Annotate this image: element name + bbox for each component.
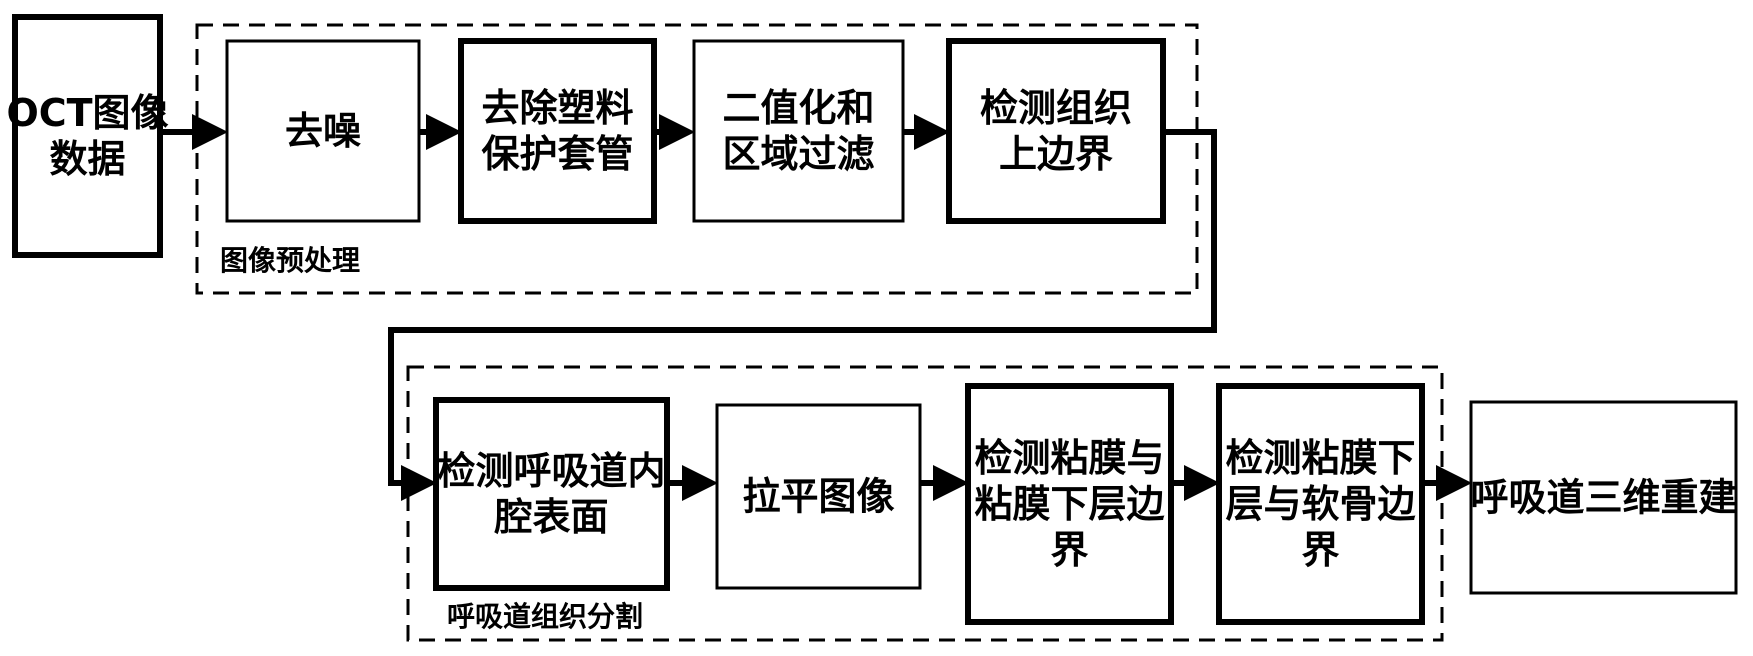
group-segmentation-label: 呼吸道组织分割	[447, 600, 643, 633]
node-label: 数据	[49, 137, 125, 181]
node-flatten: 拉平图像	[715, 403, 922, 590]
node-label: 检测呼吸道内	[437, 449, 665, 493]
node-label: 二值化和	[722, 86, 874, 130]
group-preprocess-label: 图像预处理	[220, 244, 360, 277]
arrow-upper-lumen	[388, 129, 1217, 501]
node-label: OCT图像	[6, 91, 168, 135]
node-label: 腔表面	[493, 495, 608, 539]
node-box	[965, 383, 1174, 625]
node-label: 检测粘膜与	[974, 436, 1164, 480]
group-preprocess	[195, 23, 1199, 295]
node-label: 界	[1050, 528, 1088, 572]
node-label: 界	[1301, 528, 1339, 572]
node-label: 呼吸道三维重建	[1470, 476, 1736, 520]
node-label: 粘膜下层边	[974, 482, 1164, 526]
node-box	[12, 14, 163, 258]
node-label: 检测组织	[980, 86, 1132, 130]
node-box	[946, 38, 1166, 224]
node-box	[458, 38, 657, 224]
group-segmentation	[406, 365, 1444, 642]
node-label: 去噪	[285, 109, 361, 153]
node-box	[225, 39, 421, 223]
node-box	[692, 39, 905, 223]
node-box	[1469, 400, 1738, 595]
node-label: 层与软骨边	[1225, 482, 1415, 526]
node-label: 保护套管	[481, 132, 633, 176]
node-label: 检测粘膜下	[1225, 436, 1415, 480]
node-box	[433, 397, 670, 591]
node-denoise: 去噪	[225, 39, 421, 223]
node-label: 拉平图像	[742, 475, 894, 519]
node-reconstruction: 呼吸道三维重建	[1469, 400, 1738, 595]
node-box	[715, 403, 922, 590]
node-label: 区域过滤	[722, 132, 874, 176]
node-box	[1216, 383, 1425, 625]
node-label: 去除塑料	[481, 86, 633, 130]
node-label: 上边界	[999, 132, 1113, 176]
